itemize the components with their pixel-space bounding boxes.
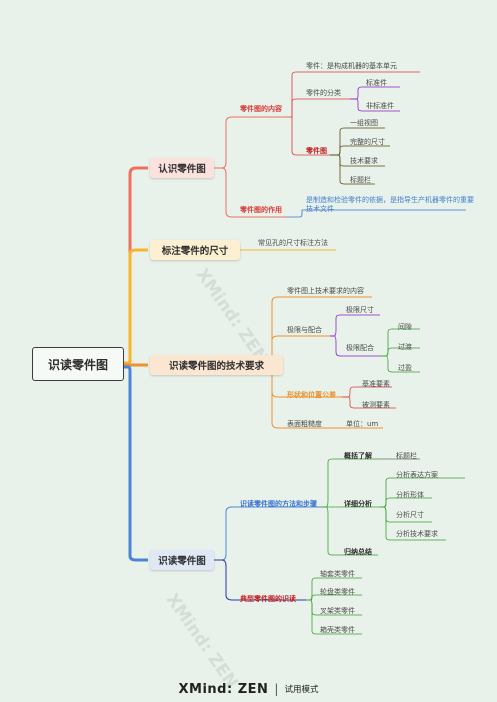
- node-roughness-unit[interactable]: 单位：um: [346, 420, 379, 428]
- node-part-definition[interactable]: 零件：是构成机器的基本单元: [306, 62, 397, 70]
- node-datum-feature[interactable]: 基准要素: [362, 380, 390, 388]
- node-transition[interactable]: 过渡: [398, 343, 412, 351]
- branch-recognize-drawing[interactable]: 认识零件图: [150, 158, 214, 178]
- node-geometric-tolerance[interactable]: 形状和位置公差: [287, 391, 336, 399]
- node-limit-size[interactable]: 极限尺寸: [346, 306, 374, 314]
- node-wheel-disc[interactable]: 轮盘类零件: [320, 588, 355, 596]
- node-purpose-note[interactable]: 是制造和检验零件的依据，是指导生产机器零件的重要技术文件: [306, 196, 474, 213]
- node-drawing-purpose[interactable]: 零件图的作用: [240, 206, 282, 214]
- node-analyze-dimensions[interactable]: 分析尺寸: [396, 511, 424, 519]
- node-clearance[interactable]: 间隙: [398, 323, 412, 331]
- node-summary[interactable]: 归纳总结: [344, 548, 372, 556]
- node-views[interactable]: 一组视图: [350, 119, 378, 127]
- node-overview-title-block[interactable]: 标题栏: [396, 452, 417, 460]
- node-analyze-tech-req[interactable]: 分析技术要求: [396, 530, 438, 538]
- node-surface-roughness[interactable]: 表面粗糙度: [287, 420, 322, 428]
- node-limits-fits[interactable]: 极限与配合: [287, 326, 322, 334]
- node-title-block[interactable]: 标题栏: [350, 176, 371, 184]
- node-technical-requirements[interactable]: 技术要求: [350, 157, 378, 165]
- node-nonstandard-part[interactable]: 非标准件: [366, 102, 394, 110]
- node-limit-fit[interactable]: 极限配合: [346, 344, 374, 352]
- node-measured-feature[interactable]: 被测要素: [362, 401, 390, 409]
- node-analyze-shape[interactable]: 分析形体: [396, 491, 424, 499]
- node-box-shell[interactable]: 箱壳类零件: [320, 626, 355, 634]
- node-reading-method[interactable]: 识读零件图的方法和步骤: [240, 500, 317, 508]
- node-fork-frame[interactable]: 叉架类零件: [320, 607, 355, 615]
- node-hole-dimension[interactable]: 常见孔的尺寸标注方法: [258, 239, 328, 247]
- node-shaft-sleeve[interactable]: 轴套类零件: [320, 570, 355, 578]
- node-interference[interactable]: 过盈: [398, 364, 412, 372]
- footer-bar: XMind: ZEN | 试用模式: [0, 676, 497, 702]
- footer-mode: 试用模式: [284, 685, 319, 695]
- node-typical-parts[interactable]: 典型零件图的识读: [240, 595, 296, 603]
- footer-separator: |: [274, 682, 279, 696]
- node-drawing-content[interactable]: 零件图的内容: [240, 105, 282, 113]
- branch-read-drawing[interactable]: 识读零件图: [150, 550, 214, 570]
- node-analyze-expression[interactable]: 分析表达方案: [396, 471, 438, 479]
- node-detail-analysis[interactable]: 详细分析: [344, 500, 372, 508]
- node-part-drawing[interactable]: 零件图: [306, 147, 327, 155]
- root-topic[interactable]: 识读零件图: [32, 347, 124, 381]
- node-tech-req-content[interactable]: 零件图上技术要求的内容: [287, 287, 364, 295]
- branch-dimension[interactable]: 标注零件的尺寸: [150, 240, 240, 260]
- node-part-classification[interactable]: 零件的分类: [306, 89, 341, 97]
- branch-technical-req[interactable]: 识读零件图的技术要求: [150, 355, 283, 375]
- node-standard-part[interactable]: 标准件: [366, 79, 387, 87]
- node-overview[interactable]: 概括了解: [344, 452, 372, 460]
- node-complete-dimensions[interactable]: 完整的尺寸: [350, 138, 385, 146]
- footer-brand: XMind: ZEN: [178, 681, 269, 697]
